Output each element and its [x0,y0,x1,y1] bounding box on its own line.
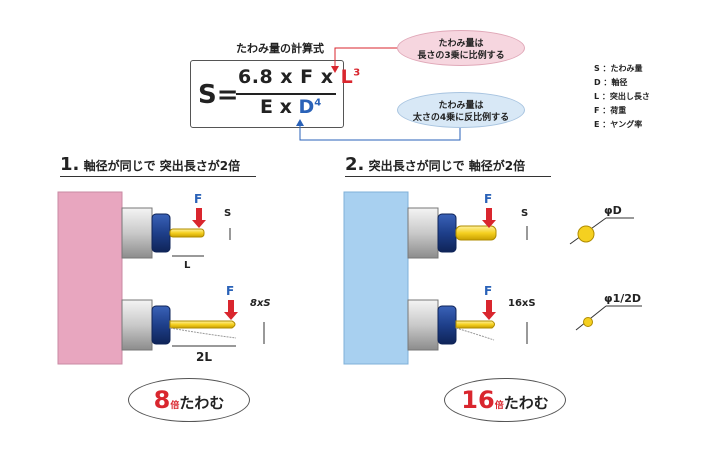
section1-bottom-force-label: F [226,284,235,298]
legend-item: S ：たわみ量 [594,64,643,73]
section2-top-deflection-label: S [521,208,529,219]
section2-top-cross-section [569,217,634,245]
section1-top-force-arrow [192,208,206,228]
formula-title: たわみ量の計算式 [236,42,324,55]
proportional-line1: たわみ量は [438,39,484,49]
section1-underline [60,176,256,177]
connector-pink-arrowhead [331,66,339,73]
section2-bottom-force-label: F [484,284,493,298]
section1-top-holder [121,207,205,259]
legend-item: F ：荷重 [594,106,627,115]
section2-spindle-block [343,191,409,365]
section2-bottom-cross-section [575,305,642,331]
section1-result: 8倍たわむ [128,378,250,422]
formula-denominator: E x D4 [260,96,322,118]
section1-title: 1. 軸径が同じで 突出長さが2倍 [60,154,241,175]
legend-item: L ：突出し長さ [594,92,650,101]
proportional-bubble: たわみ量は 長さの3乗に比例する [397,30,525,66]
section1-spindle-block [57,191,123,365]
section2-top-force-arrow [482,208,496,228]
legend-item: E ：ヤング率 [594,120,643,129]
section1-bottom-length-label: 2L [196,350,212,364]
section1-top-force-label: F [194,192,203,206]
legend-item: D ：軸径 [594,78,628,87]
section2-underline [345,176,551,177]
section1-top-length-label: L [184,260,191,271]
section1-bottom-deflection-label: 8xS [250,298,271,309]
section2-top-holder [407,207,497,259]
section2-top-force-label: F [484,192,493,206]
section2-bottom-holder [407,299,495,351]
connector-blue [299,122,461,141]
formula-numerator: 6.8 x F x L3 [238,66,361,88]
section2-bottom-deflection-label: 16xS [508,298,536,309]
section2-top-diameter-label: φD [604,204,622,217]
formula-lhs: S= [198,80,239,110]
section1-bottom-force-arrow [224,300,238,320]
inverse-line1: たわみ量は [438,101,484,111]
section2-bottom-diameter-label: φ1/2D [604,292,642,305]
legend: S ：たわみ量 D ：軸径 L ：突出し長さ F ：荷重 E ：ヤング率 [594,62,650,132]
proportional-line2: 長さの3乗に比例する [417,51,505,61]
section2-bottom-force-arrow [482,300,496,320]
formula-fraction-line [236,93,336,95]
inverse-bubble: たわみ量は 太さの4乗に反比例する [397,92,525,128]
connector-pink [334,47,397,70]
section2-result: 16倍たわむ [444,378,566,422]
connector-blue-arrowhead [296,119,304,126]
section1-top-deflection-label: S [224,208,232,219]
section1-bottom-holder [121,299,237,351]
section2-title: 2. 突出長さが同じで 軸径が2倍 [345,154,526,175]
inverse-line2: 太さの4乗に反比例する [412,113,510,123]
